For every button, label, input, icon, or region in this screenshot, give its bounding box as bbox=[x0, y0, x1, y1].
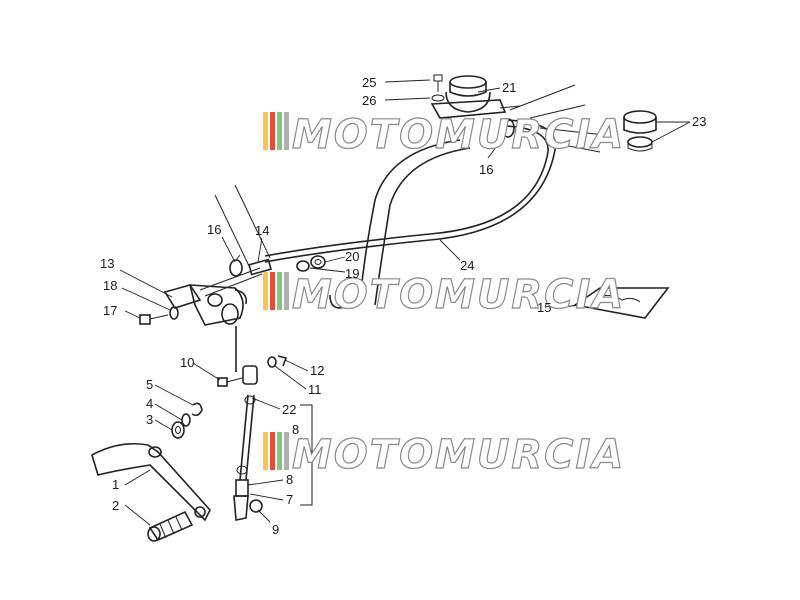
label-16-upper: 16 bbox=[479, 162, 493, 177]
label-3: 3 bbox=[146, 412, 153, 427]
label-20: 20 bbox=[345, 249, 359, 264]
screw-25 bbox=[433, 74, 443, 92]
label-23: 23 bbox=[692, 114, 706, 129]
watermark-middle: MOTOMURCIA bbox=[263, 271, 625, 319]
grease-tube bbox=[572, 287, 670, 319]
label-9: 9 bbox=[272, 522, 279, 537]
reservoir-cap bbox=[623, 110, 657, 152]
pin-12 bbox=[277, 355, 288, 367]
washer-26 bbox=[431, 94, 445, 102]
label-4: 4 bbox=[146, 396, 153, 411]
spring-5 bbox=[191, 402, 203, 417]
reservoir bbox=[430, 75, 521, 119]
watermark-text-top: MOTOMURCIA bbox=[292, 112, 625, 158]
label-13: 13 bbox=[100, 256, 114, 271]
watermark-bottom: MOTOMURCIA bbox=[263, 431, 625, 479]
label-19: 19 bbox=[345, 266, 359, 281]
label-8-lower: 8 bbox=[286, 472, 293, 487]
washer-18 bbox=[169, 306, 179, 320]
frame-lines bbox=[214, 84, 606, 269]
leader-lines bbox=[119, 79, 691, 526]
washer-3 bbox=[171, 421, 185, 439]
clamp-16-lower bbox=[229, 254, 243, 277]
washer-11 bbox=[267, 356, 277, 368]
watermark-text-middle: MOTOMURCIA bbox=[292, 272, 625, 318]
label-16-lower: 16 bbox=[207, 222, 221, 237]
label-15: 15 bbox=[537, 300, 551, 315]
brake-pedal bbox=[91, 442, 211, 522]
bolt-10 bbox=[217, 377, 243, 387]
hose-24 bbox=[264, 119, 557, 263]
label-18: 18 bbox=[103, 278, 117, 293]
label-8-upper: 8 bbox=[292, 422, 299, 437]
nut-19 bbox=[296, 260, 310, 272]
bracket-lines bbox=[300, 404, 313, 506]
label-17: 17 bbox=[103, 303, 117, 318]
master-cylinder bbox=[163, 267, 263, 326]
label-1: 1 bbox=[112, 477, 119, 492]
clamp-16-upper bbox=[501, 118, 515, 138]
label-11: 11 bbox=[308, 382, 322, 397]
pedal-rubber bbox=[147, 506, 206, 542]
label-12: 12 bbox=[310, 363, 324, 378]
part-labels: 25 26 21 16 23 24 20 19 14 16 13 18 17 1… bbox=[100, 75, 706, 537]
label-7: 7 bbox=[286, 492, 293, 507]
label-2: 2 bbox=[112, 498, 119, 513]
label-5: 5 bbox=[146, 377, 153, 392]
watermark-top: MOTOMURCIA bbox=[263, 111, 625, 159]
nut-9 bbox=[249, 499, 263, 513]
label-10: 10 bbox=[180, 355, 194, 370]
label-22: 22 bbox=[282, 402, 296, 417]
watermark-text-bottom: MOTOMURCIA bbox=[292, 432, 625, 478]
nut-20 bbox=[310, 255, 326, 269]
label-26: 26 bbox=[362, 93, 376, 108]
bolt-17 bbox=[139, 314, 169, 325]
label-21: 21 bbox=[502, 80, 516, 95]
hose-14 bbox=[248, 258, 272, 276]
washer-4 bbox=[181, 413, 191, 427]
push-rod bbox=[233, 326, 258, 521]
hose-main bbox=[329, 139, 471, 309]
label-25: 25 bbox=[362, 75, 376, 90]
label-24: 24 bbox=[460, 258, 474, 273]
label-14: 14 bbox=[255, 223, 269, 238]
